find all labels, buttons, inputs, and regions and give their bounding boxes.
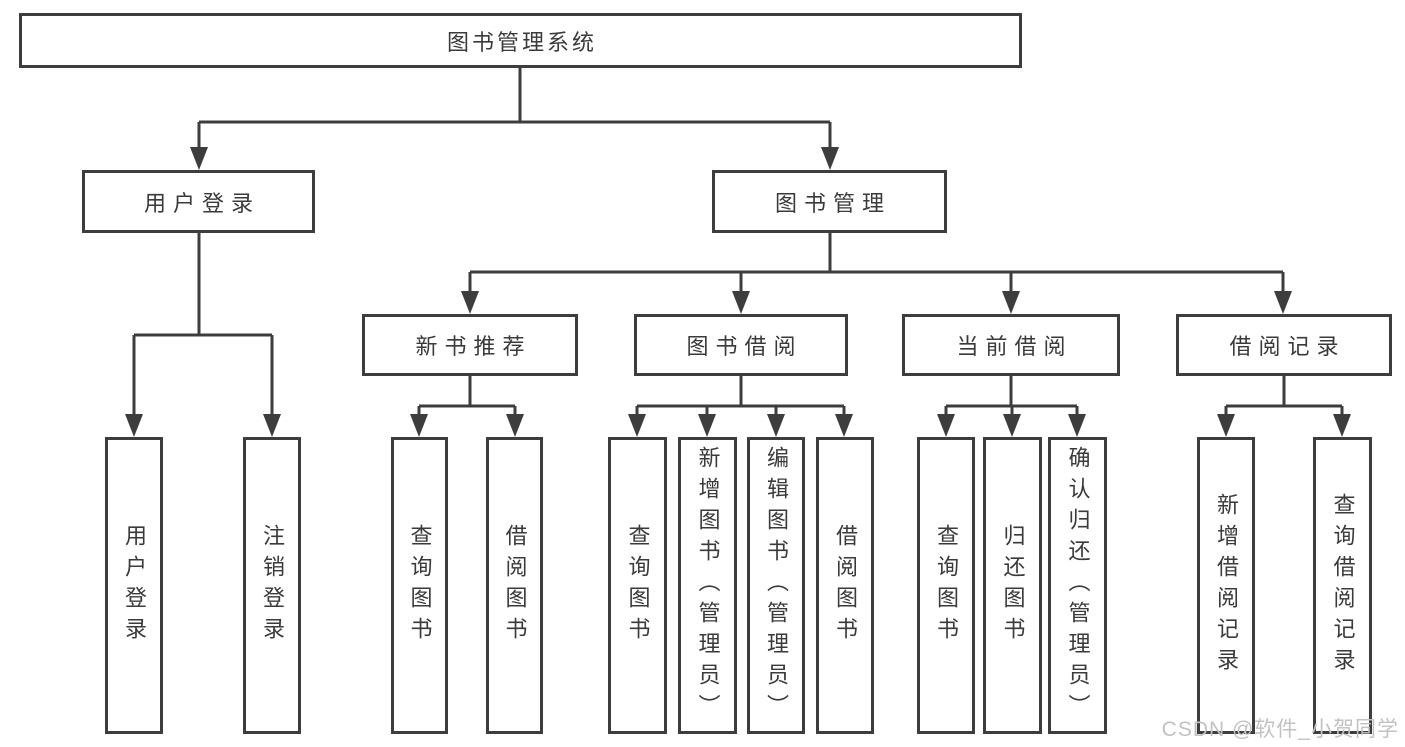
leaf-borrow-borrow-label: 借阅图书 [833,523,858,648]
leaf-borrow-add-label: 新增图书（管理员） [695,446,721,725]
node-new-book-recommend-label: 新书推荐 [415,334,532,359]
node-book-borrow: 图书借阅 [634,314,848,376]
leaf-newbooks-borrow: 借阅图书 [486,437,543,734]
leaf-logout: 注销登录 [243,437,301,734]
leaf-current-query: 查询图书 [917,437,975,734]
leaf-current-return-label: 归还图书 [1000,523,1026,648]
root-to-level2-connector [197,68,832,166]
arrowhead-icon [1333,414,1351,437]
leaf-logout-label: 注销登录 [260,523,285,648]
leaf-current-query-label: 查询图书 [934,523,959,648]
arrowhead-icon [125,414,143,437]
arrowhead-icon [732,291,750,314]
connector-paths [132,68,1344,433]
leaf-newbooks-query-label: 查询图书 [407,523,433,648]
leaf-current-confirm-return: 确认归还（管理员） [1048,437,1107,734]
leaf-records-add-label: 新增借阅记录 [1214,492,1239,679]
leaf-records-query: 查询借阅记录 [1313,437,1372,734]
node-book-management-label: 图书管理 [774,190,891,216]
leaf-newbooks-query: 查询图书 [391,437,448,734]
arrowhead-icon [263,414,281,437]
arrowhead-icon [835,414,853,437]
arrowhead-icon [1068,414,1086,437]
userlogin-to-leaves-connector [132,233,274,433]
watermark: CSDN @软件_小贺同学 [1161,718,1399,741]
leaf-newbooks-borrow-label: 借阅图书 [502,523,528,648]
arrowheads [125,147,1351,437]
leaf-borrow-query-label: 查询图书 [625,523,651,648]
leaf-current-return: 归还图书 [983,437,1042,734]
node-library-system-label: 图书管理系统 [446,29,597,55]
node-user-login: 用户登录 [82,170,315,233]
leaf-borrow-edit: 编辑图书（管理员） [747,437,805,734]
leaf-borrow-edit-label: 编辑图书（管理员） [764,446,789,725]
arrowhead-icon [821,147,839,170]
node-borrow-records: 借阅记录 [1176,314,1392,376]
arrowhead-icon [1274,291,1292,314]
node-current-borrow: 当前借阅 [902,314,1120,376]
newbooks-to-leaves-connector [417,376,517,433]
records-to-leaves-connector [1224,376,1344,433]
bookborrow-to-leaves-connector [635,376,846,433]
leaf-records-add: 新增借阅记录 [1197,437,1255,734]
leaf-borrow-add: 新增图书（管理员） [678,437,737,734]
leaf-user-login: 用户登录 [105,437,163,734]
leaf-records-query-label: 查询借阅记录 [1330,492,1356,679]
leaf-borrow-query: 查询图书 [608,437,667,734]
arrowhead-icon [1002,291,1020,314]
arrowhead-icon [628,414,646,437]
node-new-book-recommend: 新书推荐 [362,314,578,376]
node-library-system: 图书管理系统 [19,13,1022,68]
arrowhead-icon [506,414,524,437]
arrowhead-icon [410,414,428,437]
node-user-login-label: 用户登录 [143,190,260,216]
leaf-borrow-borrow: 借阅图书 [816,437,874,734]
node-borrow-records-label: 借阅记录 [1229,334,1346,359]
arrowhead-icon [698,414,716,437]
arrowhead-icon [937,414,955,437]
arrowhead-icon [767,414,785,437]
arrowhead-icon [461,291,479,314]
leaf-user-login-label: 用户登录 [122,523,147,648]
arrowhead-icon [1003,414,1021,437]
node-book-borrow-label: 图书借阅 [686,334,803,359]
arrowhead-icon [1217,414,1235,437]
arrowhead-icon [190,147,208,170]
bookmgmt-to-modules-connector [468,233,1285,310]
leaf-current-confirm-return-label: 确认归还（管理员） [1065,446,1091,725]
node-current-borrow-label: 当前借阅 [956,334,1073,359]
node-book-management: 图书管理 [712,170,947,233]
